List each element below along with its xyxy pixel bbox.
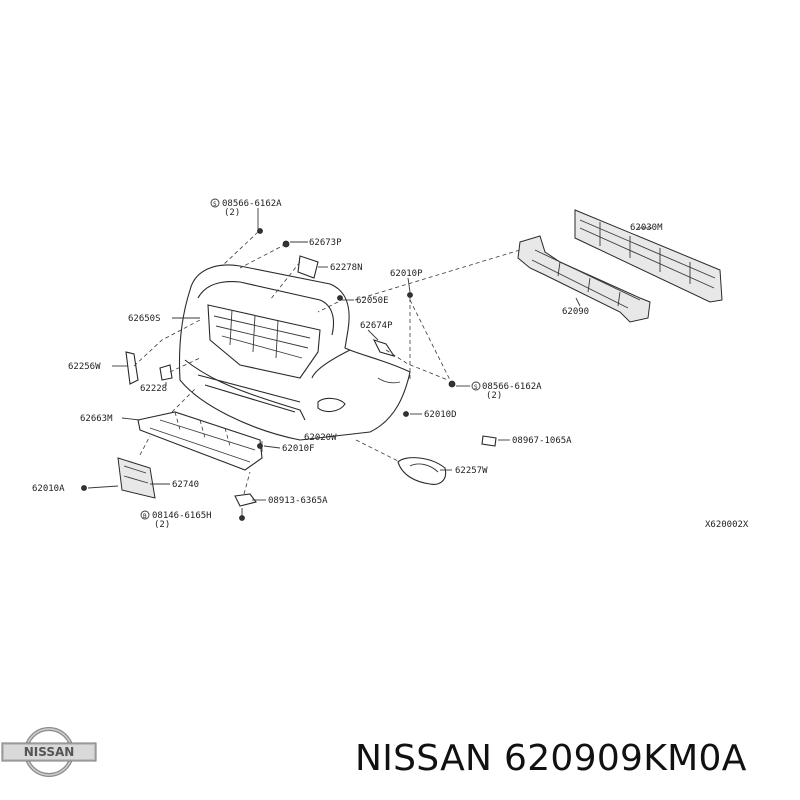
bracket-62674p xyxy=(372,339,396,357)
part-labels: S 08566-6162A (2) 62673P 62278N 62010P 6… xyxy=(32,198,749,530)
label-qty-right: (2) xyxy=(486,391,502,401)
label-62257w: 62257W xyxy=(455,466,488,476)
svg-text:B: B xyxy=(143,513,147,520)
label-62673p: 62673P xyxy=(309,238,342,248)
label-62030m: 62030M xyxy=(630,223,663,233)
label-62050e: 62050E xyxy=(356,296,389,306)
lower-grille xyxy=(137,411,263,471)
clip-08967 xyxy=(481,435,497,447)
label-08913-6365a: 08913-6365A xyxy=(268,496,328,506)
bracket-62256w xyxy=(125,351,139,385)
label-62650s: 62650S xyxy=(128,314,161,324)
label-62090: 62090 xyxy=(562,307,589,317)
label-62663m: 62663M xyxy=(80,414,113,424)
product-title: NISSAN 620909KM0A xyxy=(355,738,747,779)
label-qty-top: (2) xyxy=(224,208,240,218)
label-08566-6162a-right: 08566-6162A xyxy=(482,382,542,392)
license-plate-bracket xyxy=(117,457,156,499)
bracket-62228 xyxy=(159,364,173,381)
energy-absorber xyxy=(517,235,651,323)
label-62228: 62228 xyxy=(140,384,167,394)
front-bumper-fascia xyxy=(178,264,411,441)
label-qty-bottom: (2) xyxy=(154,520,170,530)
svg-text:S: S xyxy=(474,384,478,391)
label-62740: 62740 xyxy=(172,480,199,490)
label-62010a: 62010A xyxy=(32,484,65,494)
label-62010f: 62010F xyxy=(282,444,315,454)
label-62256w: 62256W xyxy=(68,362,101,372)
logo-text: NISSAN xyxy=(24,745,75,759)
fasteners xyxy=(81,228,456,521)
sheet-id: X620002X xyxy=(705,520,749,530)
label-62674p: 62674P xyxy=(360,321,393,331)
label-62278n: 62278N xyxy=(330,263,363,273)
label-08566-6162a-top: 08566-6162A xyxy=(222,199,282,209)
fog-lamp-cover xyxy=(397,457,447,485)
svg-text:S: S xyxy=(213,201,217,208)
nissan-logo: NISSAN xyxy=(1,727,97,777)
label-08146-6165h: 08146-6165H xyxy=(152,511,212,521)
label-08967-1065a: 08967-1065A xyxy=(512,436,572,446)
bumper-reinforcement-beam xyxy=(574,209,723,303)
label-62020w: 62020W xyxy=(304,433,337,443)
label-62010d: 62010D xyxy=(424,410,457,420)
label-62010p: 62010P xyxy=(390,269,423,279)
leader-lines xyxy=(87,208,652,516)
bracket-62278n xyxy=(297,255,319,279)
mount-08913 xyxy=(234,493,257,507)
